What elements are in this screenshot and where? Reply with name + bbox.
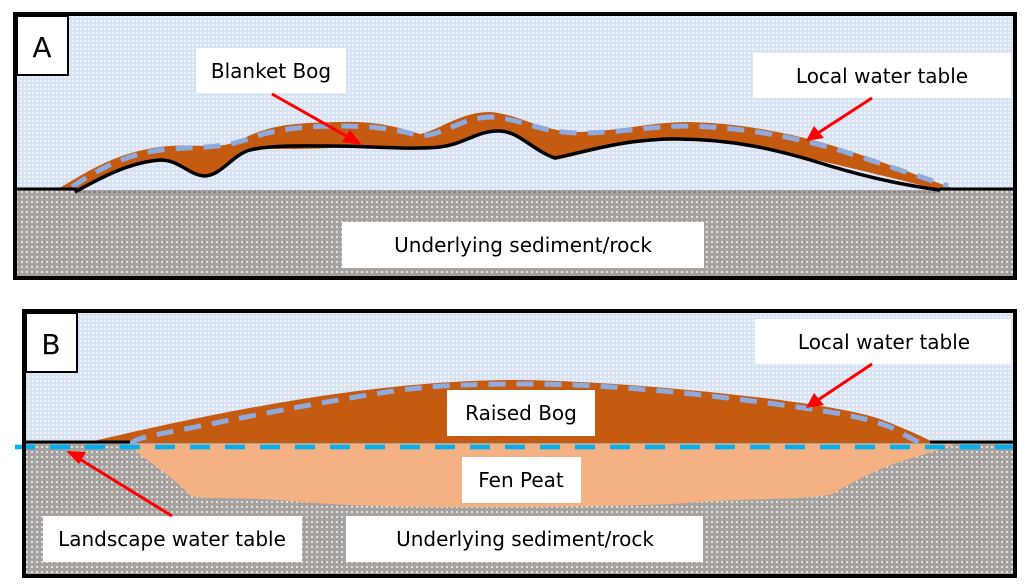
panel-a-letter: A xyxy=(32,31,51,64)
panel-a-letter-box xyxy=(16,15,69,76)
panel-b-landscape-arrowhead xyxy=(66,451,86,464)
panel-b-letter: B xyxy=(41,328,60,361)
panel-a: A Blanket Bog Local water table Underlyi… xyxy=(13,12,1017,280)
panel-a-ground-surface xyxy=(74,129,941,194)
panel-b-sediment-label-box xyxy=(346,516,703,562)
panel-b-local-water-table-line xyxy=(128,381,922,446)
panel-a-bog-arrow xyxy=(271,92,351,140)
panel-b-raised-bog-label: Raised Bog xyxy=(465,401,577,425)
panel-b-landscape-arrow xyxy=(77,456,173,518)
panel-a-sediment-label-box xyxy=(342,222,704,268)
panel-a-sediment-label: Underlying sediment/rock xyxy=(394,233,652,257)
panel-b-water-table-arrow xyxy=(817,362,873,402)
panel-b-water-table-arrowhead xyxy=(806,393,824,408)
panel-a-local-water-table-line xyxy=(70,114,949,190)
panel-a-blanket-bog-label: Blanket Bog xyxy=(211,59,331,83)
panel-a-water-table-label: Local water table xyxy=(796,64,968,88)
panel-b-frame xyxy=(22,309,1017,578)
panel-b-sediment-label: Underlying sediment/rock xyxy=(396,527,654,551)
panel-a-water-table-arrowhead xyxy=(806,126,824,141)
panel-a-frame xyxy=(13,12,1017,280)
panel-b-letter-box xyxy=(25,312,78,373)
panel-b-water-table-label-box xyxy=(755,319,1011,364)
panel-b-raised-bog-label-box xyxy=(447,390,595,436)
panel-b-fen-peat-label-box xyxy=(462,457,581,503)
panel-a-bog-arrowhead xyxy=(342,130,362,145)
panel-b: B Local water table Raised Bog Fen Peat … xyxy=(15,309,1020,578)
panel-a-water-table-label-box xyxy=(753,53,1011,98)
panel-b-landscape-water-table-label-box xyxy=(43,516,302,562)
panel-a-water-table-arrow xyxy=(817,96,873,135)
panel-b-landscape-water-table-label: Landscape water table xyxy=(58,527,286,551)
panel-b-water-table-label: Local water table xyxy=(798,330,970,354)
panel-a-blanket-bog-label-box xyxy=(196,48,346,93)
panel-b-fen-peat-label: Fen Peat xyxy=(478,468,564,492)
panel-a-blanket-bog-peat xyxy=(58,112,955,190)
